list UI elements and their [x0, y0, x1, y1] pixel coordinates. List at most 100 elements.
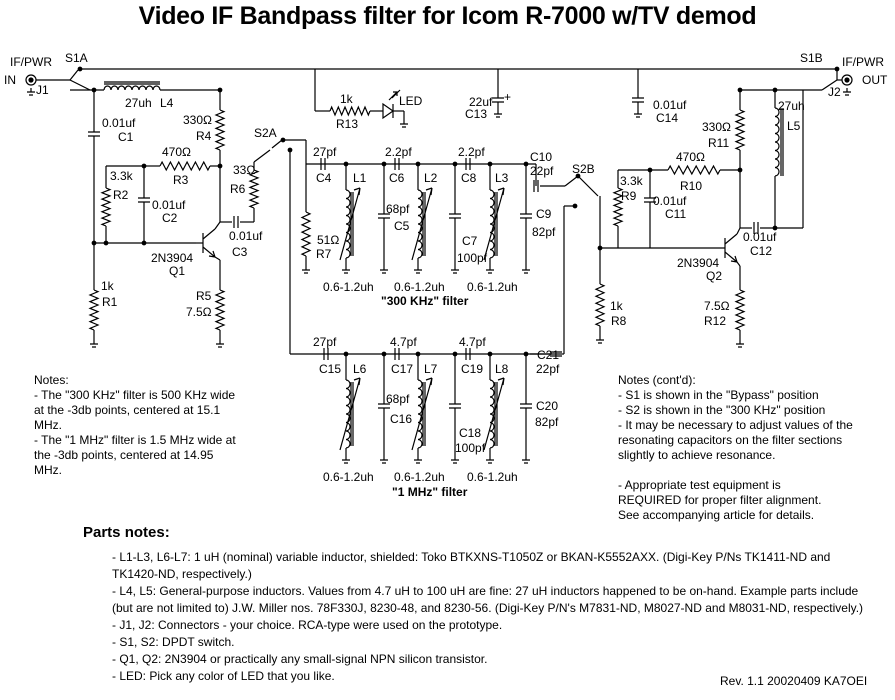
resistor-r6	[248, 169, 260, 209]
label-c3-val: 0.01uf	[229, 229, 263, 243]
label-c13: C13	[465, 107, 487, 121]
label-l6: L6	[353, 362, 367, 376]
parts-notes-list: - L1-L3, L6-L7: 1 uH (nominal) variable …	[112, 549, 872, 685]
ground-symbol	[27, 88, 35, 96]
revision-note: Rev. 1.1 20020409 KA7OEI	[720, 674, 868, 688]
label-c5-val: 68pf	[386, 202, 410, 216]
label-c20-val: 82pf	[535, 415, 559, 429]
wire	[271, 139, 283, 149]
resistor-r7	[300, 211, 312, 257]
label-s1b: S1B	[800, 51, 823, 65]
tuning-arrow	[339, 377, 361, 451]
label-r7-val: 51Ω	[317, 233, 339, 247]
label-1mhz-filter: "1 MHz" filter	[392, 485, 468, 499]
label-l7: L7	[424, 362, 438, 376]
capacitor-c2	[138, 197, 150, 203]
transistor-collector	[724, 233, 738, 245]
led-symbol	[382, 102, 395, 120]
label-in: IN	[4, 73, 16, 87]
schematic-wiring	[25, 66, 853, 464]
label-c16-val: 68pf	[386, 392, 410, 406]
label-c7: C7	[462, 234, 478, 248]
wire	[736, 227, 741, 235]
inductor-l4	[103, 85, 161, 91]
capacitor-c12	[753, 222, 759, 234]
label-r2: R2	[113, 188, 129, 202]
notes-right: Notes (cont'd): - S1 is shown in the "By…	[618, 373, 853, 522]
capacitor-c14	[632, 97, 644, 103]
ground-symbol	[843, 88, 851, 96]
led-arrows	[388, 89, 401, 101]
junction-dot	[415, 161, 421, 167]
label-l4-val: 27uh	[125, 96, 152, 110]
label-r5: R5	[196, 289, 212, 303]
junction-dot	[287, 147, 293, 153]
label-l2: L2	[424, 171, 438, 185]
capacitor-c19	[465, 348, 471, 360]
junction-dot	[141, 240, 147, 246]
label-q2-type: 2N3904	[677, 256, 719, 270]
label-l8: L8	[495, 362, 509, 376]
inductor-l3	[489, 189, 495, 259]
label-r9-val: 3.3k	[620, 174, 644, 188]
inductor-l2	[417, 189, 423, 259]
ground-symbol	[494, 110, 502, 118]
label-c6: C6	[389, 171, 405, 185]
capacitor-c3	[233, 216, 239, 228]
junction-dot	[381, 161, 387, 167]
junction-dot	[452, 351, 458, 357]
parts-note: - S1, S2: DPDT switch.	[112, 635, 235, 649]
label-r3: R3	[173, 173, 189, 187]
resistor-r12	[734, 289, 746, 331]
transistor-collector	[202, 228, 216, 240]
inductor-l1	[345, 189, 351, 259]
junction-dot	[381, 351, 387, 357]
junction-dot	[737, 87, 743, 93]
wire	[736, 261, 741, 267]
junction-dot	[103, 240, 109, 246]
label-s2b: S2B	[572, 162, 595, 176]
label-c4: C4	[316, 171, 332, 185]
label-c7-val: 100pf	[457, 251, 488, 265]
label-l5: L5	[787, 119, 801, 133]
resistor-r8	[594, 283, 606, 327]
parts-note: - L4, L5: General-purpose inductors. Val…	[112, 584, 864, 615]
label-l1: L1	[353, 171, 367, 185]
label-range-l6: 0.6-1.2uh	[323, 470, 374, 484]
inductor-core	[780, 108, 784, 176]
junction-dot	[572, 203, 578, 209]
ground-symbol	[522, 266, 530, 274]
label-c9: C9	[536, 207, 552, 221]
parts-notes-heading: Parts notes:	[83, 524, 170, 541]
label-c4-val: 27pf	[313, 145, 337, 159]
label-c11: C11	[665, 207, 686, 221]
wire	[577, 175, 599, 197]
label-c12: C12	[750, 244, 772, 258]
label-c21: C21	[537, 348, 559, 362]
label-j2: J2	[828, 85, 841, 99]
parts-note: - J1, J2: Connectors - your choice. RCA-…	[112, 618, 503, 632]
inductor-core	[494, 382, 498, 446]
label-c2: C2	[162, 211, 178, 225]
label-c6-val: 2.2pf	[385, 145, 412, 159]
wire	[564, 175, 579, 187]
label-r10-val: 470Ω	[676, 150, 705, 164]
label-r13-val: 1k	[340, 92, 354, 106]
ground-symbol	[736, 340, 744, 348]
ground-symbol	[486, 456, 494, 464]
tuning-arrow	[483, 377, 505, 451]
resistor-r1	[88, 289, 100, 331]
label-r6-val: 33Ω	[233, 163, 255, 177]
label-r13: R13	[336, 117, 358, 131]
label-c10-val: 22pf	[530, 164, 554, 178]
resistor-r9	[612, 187, 624, 227]
inductor-core	[422, 192, 426, 256]
label-out: OUT	[862, 73, 888, 87]
capacitor-c10	[533, 180, 539, 192]
resistor-r11	[734, 109, 746, 151]
resistor-r13	[329, 105, 371, 117]
tuning-arrow	[339, 187, 361, 261]
output-jack-icon	[841, 74, 853, 86]
inductor-core	[494, 192, 498, 256]
